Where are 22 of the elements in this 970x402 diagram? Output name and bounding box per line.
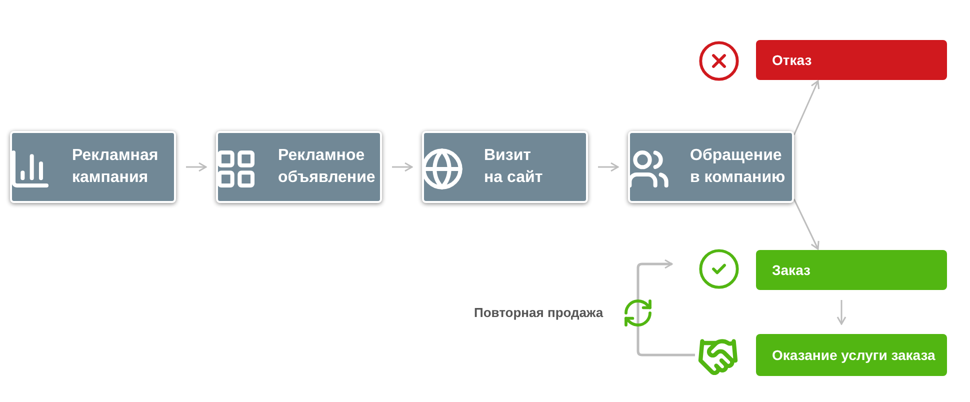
status-label: Оказание услуги заказа [772, 346, 936, 365]
step-label: Обращение в компанию [690, 146, 786, 188]
arrow [636, 259, 695, 356]
step-box [216, 131, 382, 203]
order-bar [756, 250, 947, 290]
arrow [392, 162, 413, 172]
order-bar [756, 334, 947, 376]
rejection-bar [756, 40, 947, 80]
status-label: Отказ [772, 50, 812, 70]
status-label: Заказ [772, 260, 810, 280]
arrow [793, 198, 820, 250]
arrow [598, 162, 619, 172]
step-label: Визит на сайт [484, 146, 544, 188]
arrow [836, 300, 846, 325]
arrow [186, 162, 207, 172]
step-box [628, 131, 794, 203]
step-label: Рекламная кампания [72, 146, 160, 188]
step-label: Рекламное объявление [278, 146, 376, 188]
step-box [10, 131, 176, 203]
step-box [422, 131, 588, 203]
arrow [793, 80, 820, 136]
loop-label: Повторная продажа [474, 304, 604, 322]
